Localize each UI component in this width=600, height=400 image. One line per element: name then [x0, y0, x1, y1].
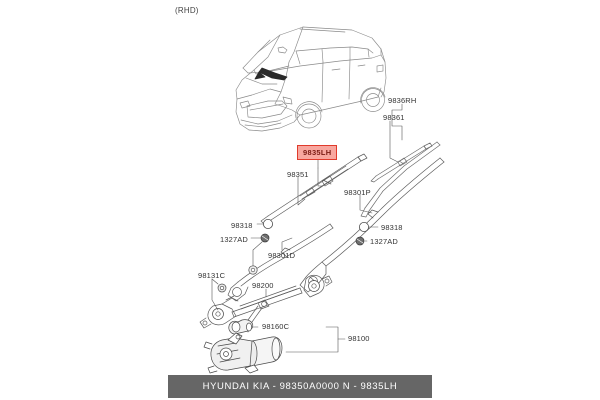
washer-1327ad-right: [355, 236, 365, 246]
cap-nut-98318-left: [262, 218, 273, 229]
part-number-text: HYUNDAI KIA - 98350A0000 N - 9835LH: [202, 381, 398, 392]
callout-98131c: 98131C: [198, 271, 226, 280]
callout-98301p: 98301P: [344, 188, 371, 197]
part-number-footer-bar: HYUNDAI KIA - 98350A0000 N - 9835LH: [168, 375, 432, 398]
wiper-location-arrow: [254, 67, 288, 81]
wiper-blade-lh: [260, 153, 368, 226]
callout-98100: 98100: [348, 334, 370, 343]
wiper-motor-98100: [203, 332, 283, 374]
pivot-ring-upper: [248, 265, 258, 275]
washer-1327ad-left: [260, 233, 270, 243]
callout-98200: 98200: [252, 281, 274, 290]
callout-98318-left: 98318: [231, 221, 253, 230]
callout-98351: 98351: [287, 170, 309, 179]
ball-joint-98160c: [228, 319, 254, 335]
callout-98318-right: 98318: [381, 223, 403, 232]
rhd-note-label: (RHD): [175, 6, 199, 15]
callout-98301d: 98301D: [268, 251, 296, 260]
vehicle-illustration: [235, 26, 387, 132]
callout-9836rh: 9836RH: [388, 96, 417, 105]
callout-98361: 98361: [383, 113, 405, 122]
grommet-98131c: [217, 283, 227, 293]
wiper-arm-lh: [299, 157, 445, 293]
leader-lines: [211, 103, 403, 353]
callout-1327ad-left: 1327AD: [220, 235, 249, 244]
wiper-blade-rh: [370, 142, 433, 183]
callout-1327ad-right: 1327AD: [370, 237, 399, 246]
callout-98160c: 98160C: [262, 322, 290, 331]
cap-nut-98318-right: [358, 221, 369, 232]
wiper-arm-left-lower: [227, 223, 334, 302]
wiper-arm-rh: [360, 141, 441, 218]
callout-9835lh-highlighted: 9835LH: [297, 145, 338, 160]
